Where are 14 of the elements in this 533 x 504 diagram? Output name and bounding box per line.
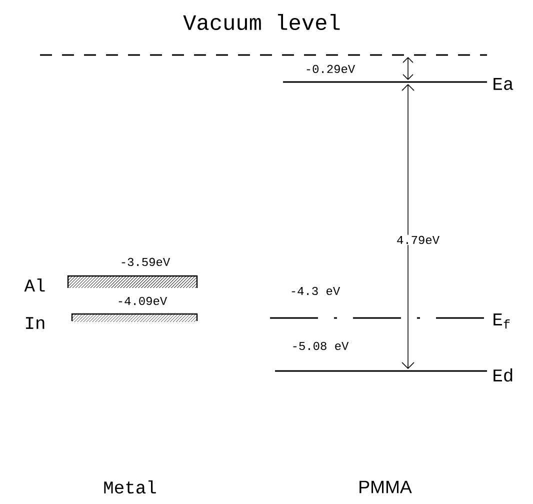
material-label: PMMA [360, 480, 412, 494]
energy-value: -3.59eV [122, 258, 170, 266]
energy-value: -5.08 eV [293, 342, 349, 350]
level-label: Ed [494, 368, 512, 382]
level-label: Vacuum level [183, 14, 340, 30]
energy-value: -0.29eV [306, 64, 356, 74]
level-label: E$_{f}$ [494, 314, 510, 328]
energy-value: 4.79eV [395, 234, 441, 246]
metal-label: In [26, 317, 44, 329]
level-label: Ea [494, 78, 514, 90]
metal-label: Al [24, 278, 45, 292]
material-label: Metal [104, 480, 156, 494]
energy-value: -4.09eV [118, 296, 168, 306]
energy-value: -4.3 eV [292, 286, 340, 296]
